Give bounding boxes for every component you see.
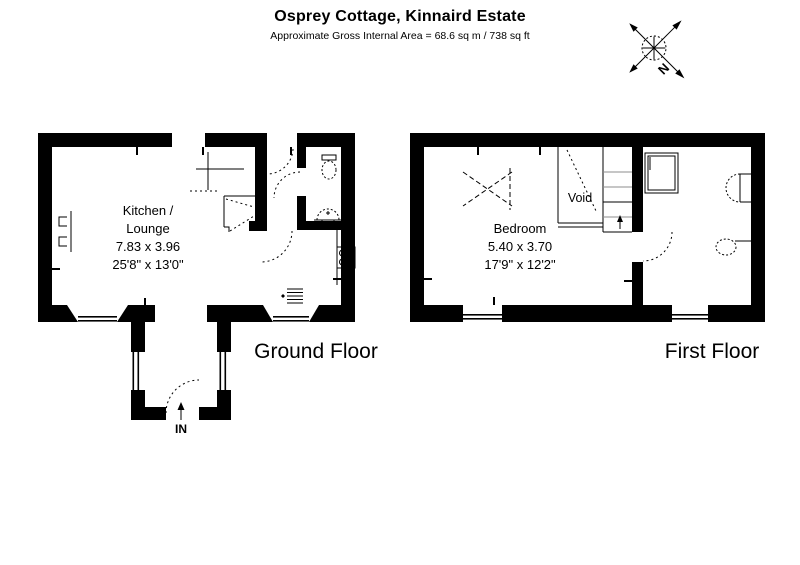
bedroom-dims-imperial: 17'9" x 12'2": [484, 257, 556, 272]
compass-north-label: N: [655, 60, 672, 77]
radiator-wall-icon: [58, 211, 72, 252]
stairs-up-icon: [190, 152, 244, 192]
door-arcs-ground: [165, 148, 301, 414]
void-outline: [557, 147, 604, 232]
area-subtitle: Approximate Gross Internal Area = 68.6 s…: [270, 30, 530, 42]
ground-floor-windows: [78, 316, 309, 390]
bedroom-dims-metric: 5.40 x 3.70: [488, 239, 552, 254]
toilet-first-floor-icon: [715, 238, 751, 256]
ground-floor-label: Ground Floor: [254, 340, 378, 363]
void-label: Void: [568, 191, 592, 205]
understairs-cupboard: [223, 195, 255, 232]
ground-floor-walls: [38, 133, 355, 420]
restricted-height-icon: [462, 168, 513, 210]
toilet-icon: [321, 154, 337, 180]
header: Osprey Cottage, Kinnaird Estate Approxim…: [0, 8, 800, 42]
first-floor-label: First Floor: [665, 340, 760, 363]
cooker-icon: [336, 230, 356, 285]
entrance-arrow-icon: [177, 402, 185, 420]
first-floor-walls: [410, 133, 765, 322]
entrance-label: IN: [175, 422, 187, 436]
room-dims-metric: 7.83 x 3.96: [116, 239, 180, 254]
page-title: Osprey Cottage, Kinnaird Estate: [274, 8, 526, 25]
door-arc-first-floor: [642, 231, 673, 262]
room-name-line1: Kitchen /: [123, 203, 174, 218]
sink-icon: [314, 208, 342, 225]
bedroom-name: Bedroom: [494, 221, 547, 236]
first-floor-plan: Bedroom 5.40 x 3.70 17'9" x 12'2" Void F…: [410, 133, 765, 363]
compass-icon: N: [629, 20, 685, 79]
radiator-icon: [281, 288, 303, 304]
first-floor-windows: [463, 314, 708, 320]
basin-icon: [725, 173, 751, 203]
room-name-line2: Lounge: [126, 221, 169, 236]
ground-floor-plan: Kitchen / Lounge 7.83 x 3.96 25'8" x 13'…: [38, 133, 378, 436]
room-dims-imperial: 25'8" x 13'0": [112, 257, 184, 272]
stairs-icon: [603, 171, 632, 233]
shower-tray-icon: [644, 152, 679, 194]
